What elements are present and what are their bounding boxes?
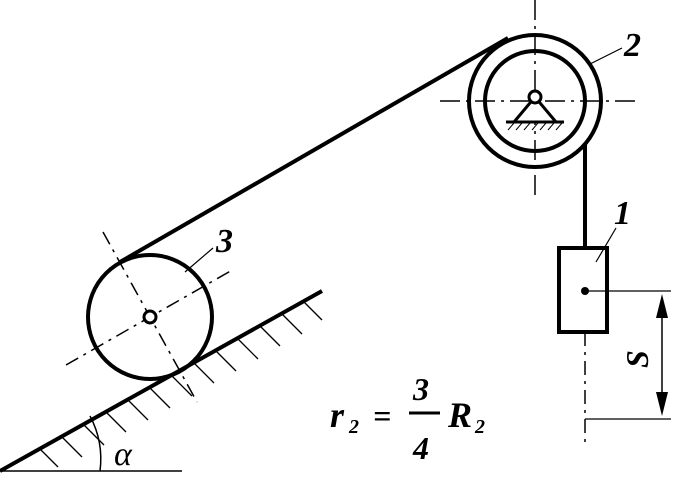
roller-axle <box>142 309 158 325</box>
formula-numerator: 3 <box>412 371 429 407</box>
pulley-axle <box>527 89 543 105</box>
support-hatching <box>507 122 563 131</box>
pulley-2 <box>440 0 635 200</box>
formula-rhs-var: R <box>447 395 472 435</box>
formula-lhs-var: r <box>330 395 345 435</box>
label-pulley: 2 <box>623 27 641 64</box>
radius-formula: r 2 = 3 4 R 2 <box>330 371 485 466</box>
inclined-plane <box>0 289 323 473</box>
rope-incline <box>119 36 509 264</box>
weight-1 <box>557 246 671 445</box>
formula-equals: = <box>373 398 391 434</box>
formula-denominator: 4 <box>412 430 429 466</box>
angle-arc <box>89 415 102 472</box>
arrowhead-up <box>656 294 668 318</box>
leader-roller <box>184 247 214 273</box>
label-displacement: S <box>619 350 655 368</box>
label-weight: 1 <box>614 195 631 232</box>
pulley-inner-rim <box>483 49 587 153</box>
plane-hatching <box>39 301 323 468</box>
label-alpha: α <box>114 436 133 473</box>
leader-weight <box>595 227 617 263</box>
roller-3 <box>65 231 235 403</box>
formula-lhs-sub: 2 <box>348 416 359 438</box>
arrowhead-down <box>656 392 668 416</box>
leader-pulley <box>589 47 623 65</box>
formula-rhs-sub: 2 <box>474 416 485 438</box>
pulley-outer-rim <box>467 33 603 169</box>
label-roller: 3 <box>215 223 233 260</box>
